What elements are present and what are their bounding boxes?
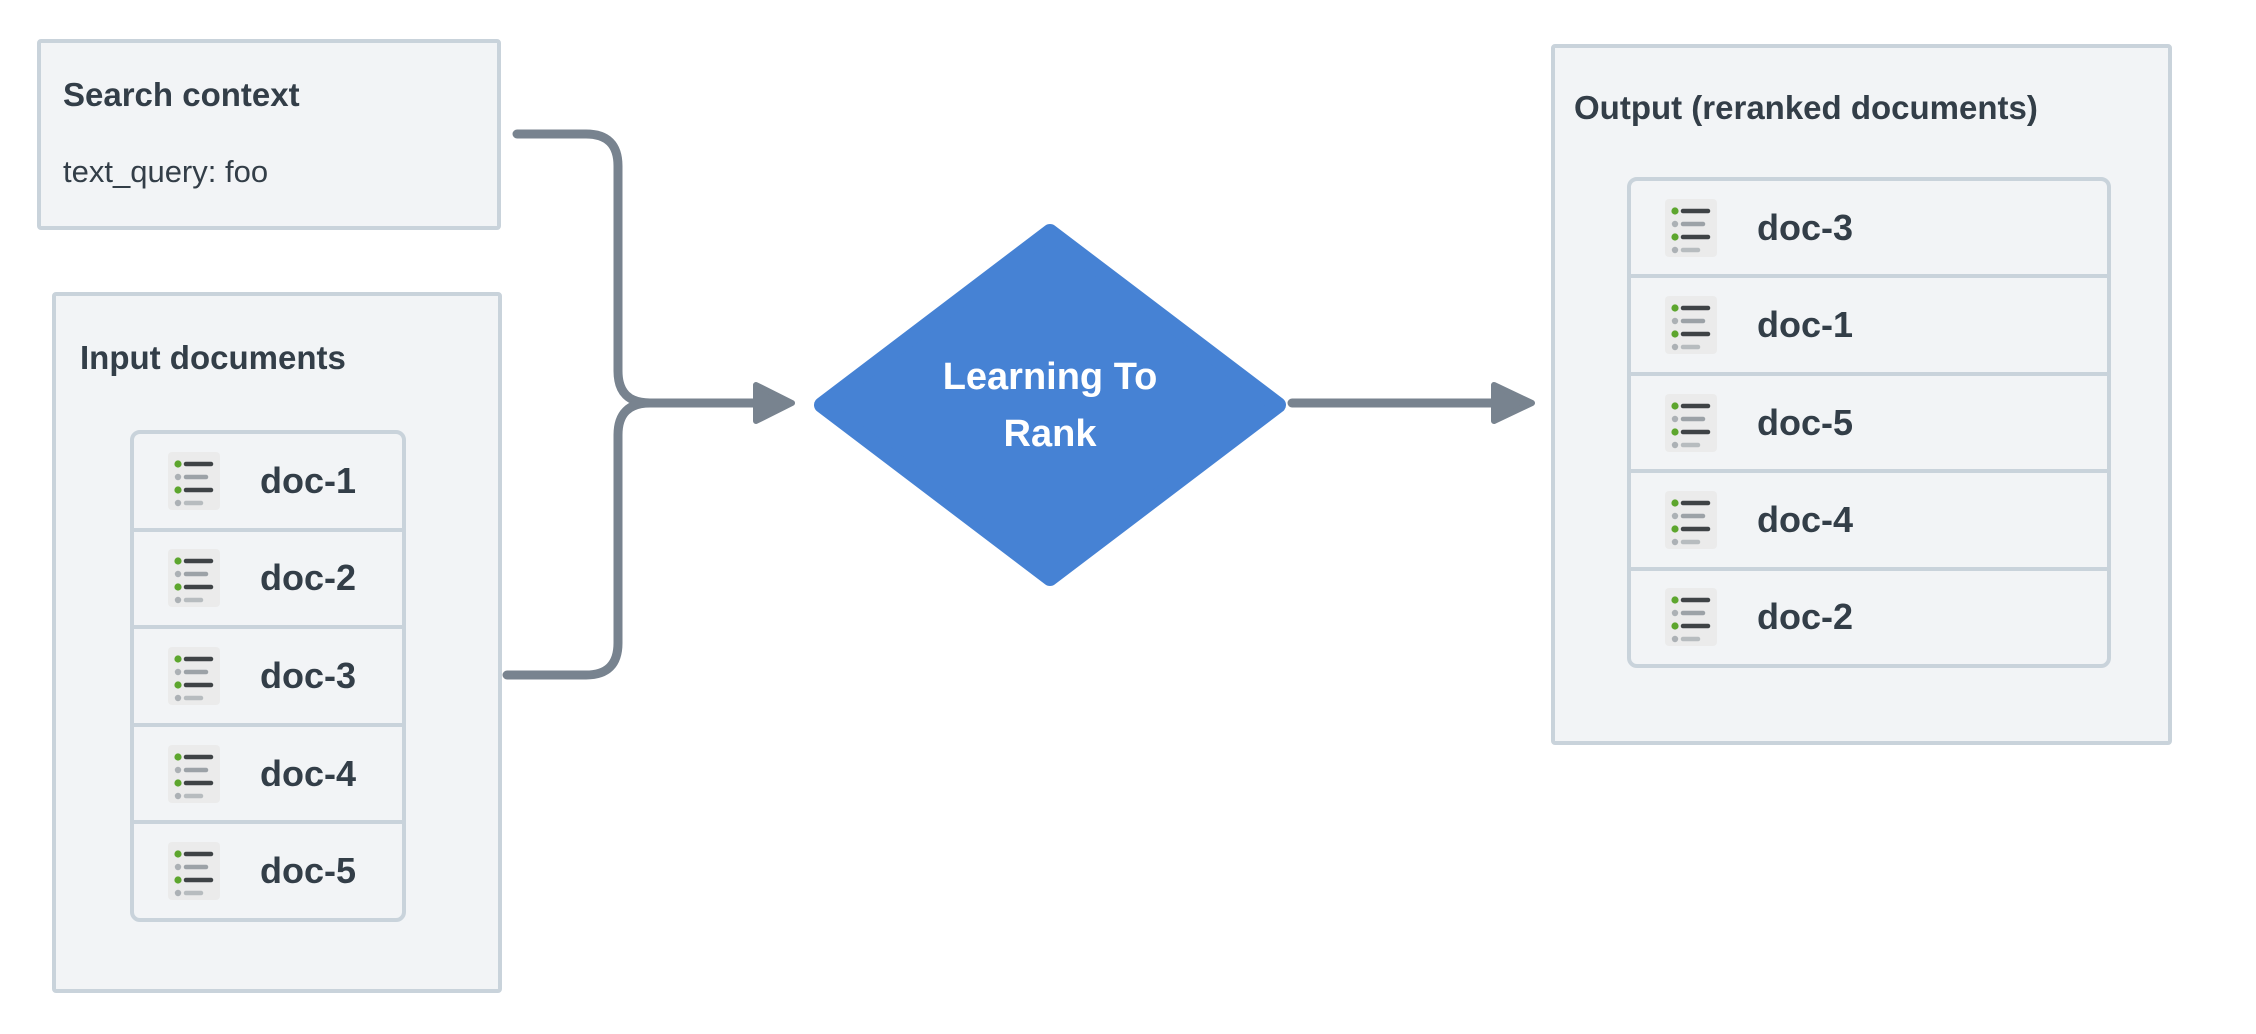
input-doc-list: doc-1 doc-2 [130,430,406,922]
learning-to-rank-diamond [814,224,1286,586]
search-context-box: Search context text_query: foo [37,39,501,230]
output-documents-box: Output (reranked documents) [1551,44,2172,745]
doc-label: doc-5 [260,850,357,892]
doc-label: doc-1 [1757,304,1854,346]
output-documents-title: Output (reranked documents) [1574,89,2038,126]
doc-label: doc-4 [1757,498,1854,540]
list-icon [1665,588,1717,647]
doc-row: doc-4 [1631,473,2107,571]
list-icon [1665,393,1717,452]
list-icon [168,549,220,608]
doc-row: doc-5 [1631,376,2107,474]
doc-row: doc-5 [134,824,402,918]
doc-label: doc-4 [260,752,357,794]
arrowhead-into-output [1491,382,1535,424]
arrowhead-into-diamond [753,382,795,424]
doc-row: doc-1 [1631,278,2107,376]
ltr-label-line2: Rank [1003,413,1097,455]
search-context-title: Search context [63,76,300,113]
doc-row: doc-3 [134,629,402,727]
connector-search-to-merge [512,129,655,408]
doc-label: doc-2 [1757,596,1854,638]
list-icon [168,451,220,510]
doc-row: doc-4 [134,727,402,825]
connector-input-to-merge [502,398,655,680]
ltr-label-line1: Learning To [942,356,1158,398]
doc-row: doc-2 [1631,571,2107,664]
input-documents-title: Input documents [80,339,346,376]
list-icon [168,842,220,901]
ltr-node-label: Learning To Rank [900,349,1200,463]
doc-label: doc-3 [1757,206,1854,248]
list-icon [1665,296,1717,355]
output-doc-list: doc-3 doc-1 [1627,177,2111,668]
list-icon [168,744,220,803]
doc-row: doc-2 [134,532,402,630]
list-icon [1665,490,1717,549]
doc-label: doc-3 [260,654,357,696]
list-icon [1665,198,1717,257]
doc-label: doc-5 [1757,401,1854,443]
doc-row: doc-3 [1631,181,2107,279]
doc-label: doc-1 [260,459,357,501]
search-query-text: text_query: foo [63,154,269,189]
input-documents-box: Input documents doc-1 [52,292,502,993]
list-icon [168,646,220,705]
doc-row: doc-1 [134,434,402,532]
doc-label: doc-2 [260,557,357,599]
